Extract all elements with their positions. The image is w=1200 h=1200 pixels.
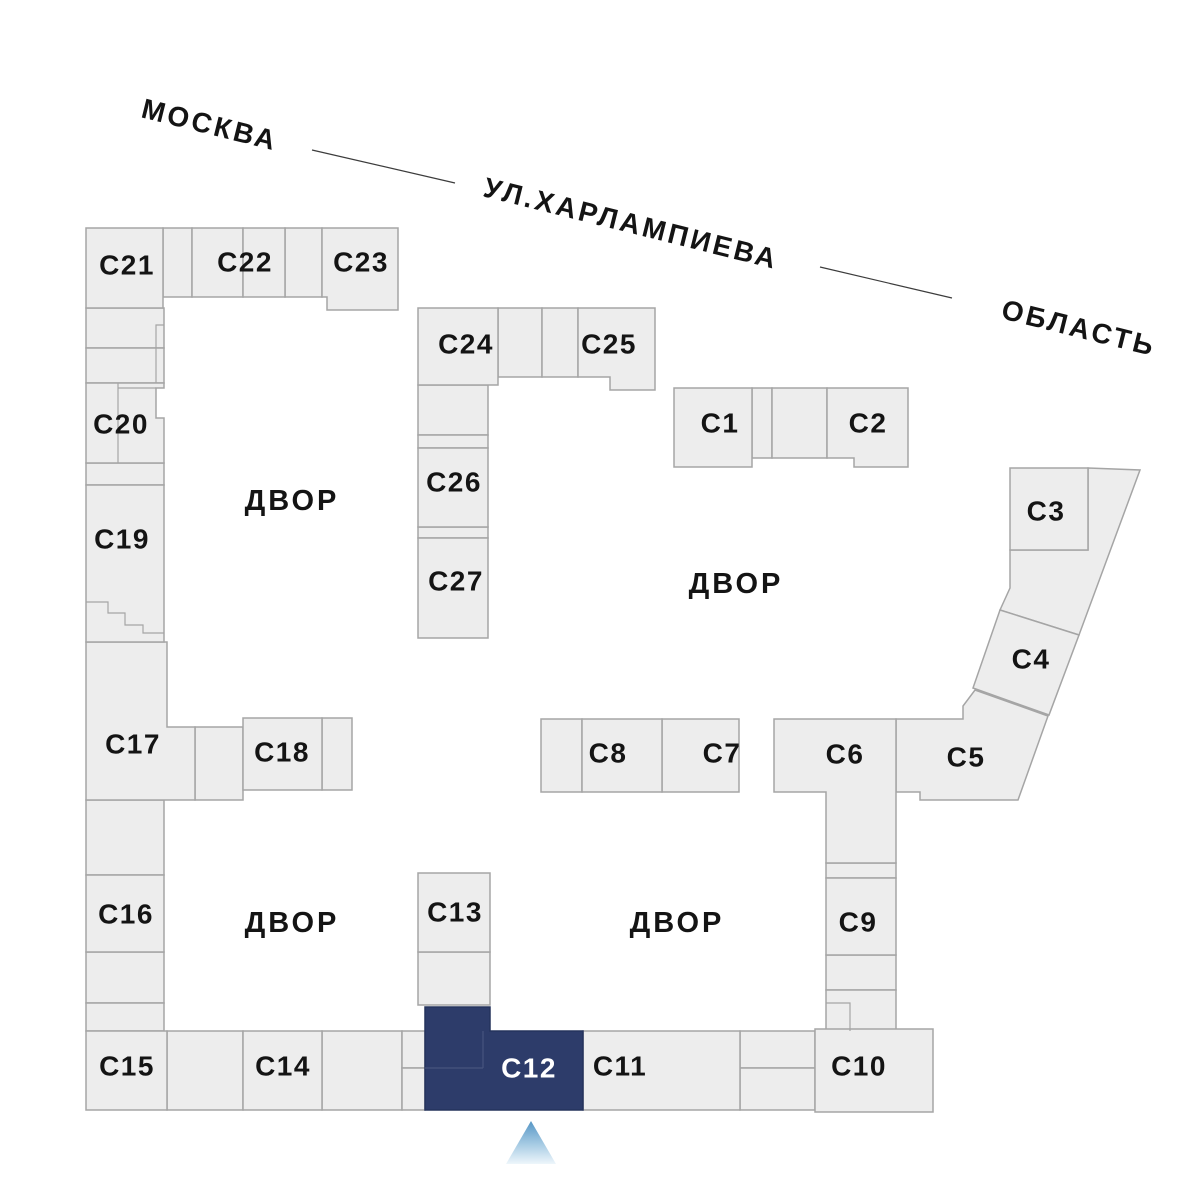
building-c2[interactable] <box>826 387 909 468</box>
courtyard-label: ДВОР <box>245 907 340 939</box>
street-label-oblast: ОБЛАСТЬ <box>999 294 1160 362</box>
building-segment <box>166 1030 244 1111</box>
building-c8[interactable] <box>581 718 663 793</box>
building-c15-label: С15 <box>99 1051 155 1082</box>
building-c11-label: С11 <box>593 1051 647 1082</box>
building-c12-label: С12 <box>501 1053 557 1084</box>
building-segment <box>417 384 489 436</box>
building-segment <box>417 434 489 449</box>
street-line <box>819 266 953 299</box>
building-c14[interactable] <box>242 1030 323 1111</box>
building-c16-label: С16 <box>98 899 154 930</box>
building-c26-label: С26 <box>426 467 482 498</box>
building-c3[interactable] <box>1009 467 1089 551</box>
building-c27[interactable] <box>417 537 489 639</box>
building-segment <box>194 726 244 801</box>
building-c10[interactable] <box>814 1028 934 1113</box>
building-c10-label: С10 <box>831 1051 887 1082</box>
building-c17[interactable] <box>85 641 196 801</box>
building-c24[interactable] <box>417 307 499 386</box>
selected-building-pointer-icon <box>506 1121 556 1164</box>
building-segment <box>85 347 165 384</box>
building-segment <box>401 1030 426 1069</box>
building-c18-label: С18 <box>254 737 310 768</box>
building-c20[interactable] <box>85 382 165 464</box>
building-c12[interactable] <box>424 1006 584 1111</box>
building-c8-label: С8 <box>589 738 628 769</box>
courtyard-label: ДВОР <box>689 568 784 600</box>
building-c17-label: С17 <box>105 729 161 760</box>
building-segment <box>85 307 165 349</box>
courtyard-label: ДВОР <box>245 485 340 517</box>
building-c9-label: С9 <box>839 907 878 938</box>
building-segment <box>162 227 193 298</box>
building-c25[interactable] <box>577 307 656 391</box>
building-segment <box>284 227 323 298</box>
building-c27-label: С27 <box>428 566 484 597</box>
building-c9[interactable] <box>825 877 897 956</box>
inner-division-lines <box>86 324 851 1069</box>
street-line <box>311 149 456 184</box>
building-c22-label: С22 <box>217 247 273 278</box>
building-c4-label: С4 <box>1012 644 1051 675</box>
buildings <box>85 227 1089 1113</box>
building-c11[interactable] <box>582 1030 741 1111</box>
building-segment <box>321 717 353 791</box>
street-label-moscow: МОСКВА <box>139 93 282 157</box>
building-segment <box>771 387 828 459</box>
building-c1-label: С1 <box>701 408 740 439</box>
building-segment <box>825 989 897 1032</box>
building-c5-label: С5 <box>947 742 986 773</box>
building-segment <box>85 951 165 1004</box>
building-c22-wing[interactable] <box>242 227 286 298</box>
building-segment <box>85 799 165 876</box>
building-c7[interactable] <box>661 718 740 793</box>
building-segment <box>739 1067 816 1111</box>
building-c21-label: С21 <box>99 250 155 281</box>
building-segment <box>825 954 897 991</box>
building-c1[interactable] <box>673 387 753 468</box>
building-c13[interactable] <box>417 872 491 953</box>
building-c18[interactable] <box>242 717 323 791</box>
building-segment <box>751 387 773 459</box>
courtyard-label: ДВОР <box>630 907 725 939</box>
building-segment <box>417 951 491 1006</box>
building-c24-label: С24 <box>438 329 494 360</box>
building-segment <box>497 307 543 378</box>
building-c26[interactable] <box>417 447 489 528</box>
building-segment <box>540 718 583 793</box>
building-labels: С1 С2 С3 С4 С5 С6 С7 С8 С9 С10 С11 С12 С… <box>93 247 1066 1084</box>
building-segment <box>541 307 579 378</box>
building-c21[interactable] <box>85 227 164 309</box>
building-segment <box>417 526 489 539</box>
building-segment <box>321 1030 403 1111</box>
building-c19-label: С19 <box>94 524 150 555</box>
building-c7-label: С7 <box>703 738 742 769</box>
building-c5[interactable] <box>895 689 1049 801</box>
building-c22[interactable] <box>191 227 244 298</box>
building-segment <box>825 862 897 879</box>
building-c2-label: С2 <box>849 408 888 439</box>
building-c23-label: С23 <box>333 247 389 278</box>
building-c6[interactable] <box>773 718 897 864</box>
courtyard-labels: ДВОР ДВОР ДВОР ДВОР <box>245 485 784 939</box>
building-segment <box>739 1030 816 1069</box>
building-c15[interactable] <box>85 1030 168 1111</box>
building-c6-label: С6 <box>826 739 865 770</box>
building-segments <box>85 227 1142 1111</box>
building-c25-label: С25 <box>581 329 637 360</box>
building-segment <box>401 1067 426 1111</box>
building-c14-label: С14 <box>255 1051 311 1082</box>
building-c4[interactable] <box>972 609 1080 716</box>
building-c13-label: С13 <box>427 897 483 928</box>
building-segment <box>85 462 165 486</box>
building-c16[interactable] <box>85 874 165 953</box>
building-c23[interactable] <box>321 227 399 311</box>
building-segment <box>85 1002 165 1032</box>
building-c20-label: С20 <box>93 409 149 440</box>
street-name-label: УЛ.ХАРЛАМПИЕВА <box>481 172 782 275</box>
building-c3-label: С3 <box>1027 496 1066 527</box>
